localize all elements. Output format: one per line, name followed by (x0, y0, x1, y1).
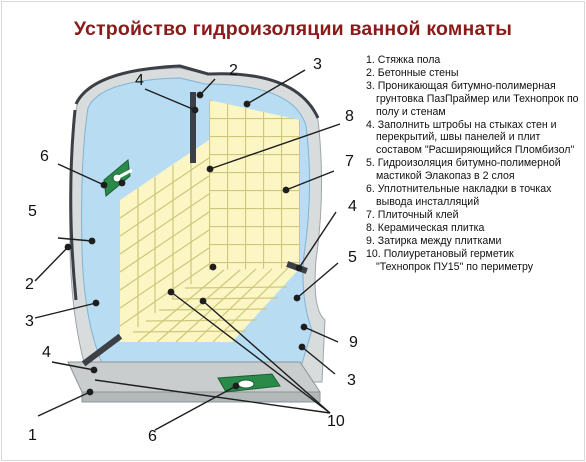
callout-6-left: 6 (40, 148, 49, 165)
legend-item: 7. Плиточный клей (366, 209, 584, 222)
callout-6-bottom: 6 (148, 428, 157, 445)
legend-item-number: 10. (366, 247, 381, 260)
legend-item-number: 5. (366, 157, 375, 170)
callout-8: 8 (345, 108, 354, 125)
legend-item-number: 6. (366, 183, 375, 196)
legend-item-text: Стяжка пола (377, 54, 441, 66)
callout-3-right: 3 (347, 372, 356, 389)
legend-item-text: Заполнить штробы на стыках стен и (377, 118, 557, 131)
legend-item-continuation: перекрытий, швы панелей и плит составом … (376, 131, 575, 157)
callout-lines (34, 69, 341, 431)
callout-3-top: 3 (313, 56, 322, 73)
callout-1: 1 (28, 427, 37, 444)
legend-item-continuation: "Технопрок ПУ15" по периметру (376, 260, 534, 273)
callout-9: 9 (349, 334, 358, 351)
legend-item: 9. Затирка между плитками (366, 235, 584, 248)
legend-item-number: 8. (366, 221, 375, 234)
callout-4-left: 4 (42, 344, 51, 361)
legend-item-text: Уплотнительные накладки в точках (377, 183, 552, 196)
legend-item-text: Плиточный клей (377, 208, 459, 221)
callout-3-left: 3 (25, 313, 34, 330)
callout-2-left: 2 (25, 276, 34, 293)
legend-item-text: Полиуретановый герметик (383, 247, 514, 260)
callout-5-right: 5 (348, 249, 357, 266)
pipe-seal-wall (103, 159, 133, 197)
legend-item-text: Затирка между плитками (377, 234, 502, 247)
legend-item-text: Проникающая битумно-полимерная (377, 79, 556, 92)
callout-5-left: 5 (28, 203, 37, 220)
legend-item-number: 1. (366, 54, 375, 66)
legend-item-number: 3. (366, 79, 375, 92)
callout-4-top: 4 (135, 72, 144, 89)
callout-7: 7 (345, 153, 354, 170)
legend-item-continuation: вывода инсталляций (376, 195, 480, 208)
legend-item-number: 2. (366, 66, 375, 79)
callout-2-top: 2 (229, 62, 238, 79)
legend-item-continuation: грунтовка ПазПраймер или Технопрок по по… (376, 92, 579, 118)
legend-item-number: 4. (366, 118, 375, 131)
legend-item-number: 9. (366, 234, 375, 247)
legend-item: 8. Керамическая плитка (366, 222, 584, 235)
legend-item-text: Бетонные стены (377, 66, 459, 79)
callout-dots (64, 91, 308, 396)
legend-item: 2. Бетонные стены (366, 67, 584, 80)
legend-item: 1. Стяжка пола (366, 54, 584, 67)
ceramic-tiles-back-wall (209, 100, 300, 270)
legend-item-continuation: мастикой Элакопаз в 2 слоя (376, 170, 515, 183)
callout-4-right: 4 (348, 198, 357, 215)
legend-item-text: Гидроизоляция битумно-полимерной (377, 157, 561, 170)
legend-item-number: 7. (366, 208, 375, 221)
callout-10: 10 (327, 413, 345, 430)
ceramic-tiles-floor (120, 268, 300, 342)
legend-item-text: Керамическая плитка (377, 221, 485, 234)
diagram-title: Устройство гидроизоляции ванной комнаты (73, 18, 513, 40)
legend-item: 10. Полиуретановый герметик"Технопрок ПУ… (366, 248, 584, 274)
